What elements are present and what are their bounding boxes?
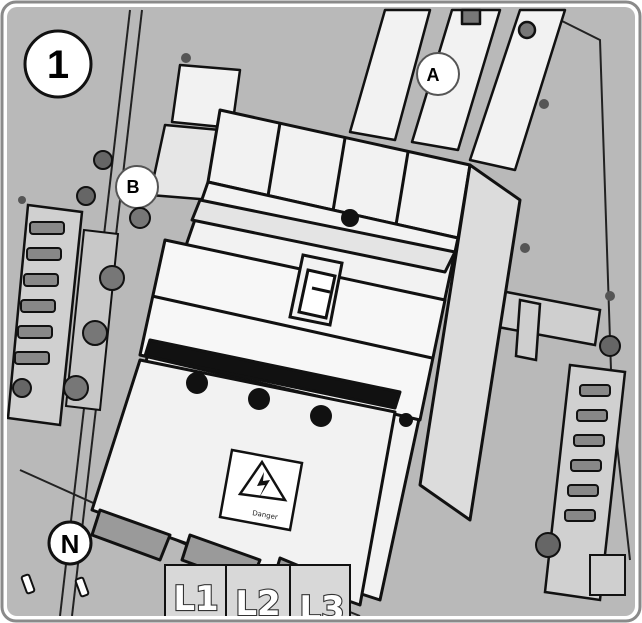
phase-labels: L1 L2 L3 xyxy=(164,564,351,623)
breaker-toggle xyxy=(288,253,344,327)
callout-b: B xyxy=(115,165,159,229)
bottom-left-markings xyxy=(20,573,90,598)
neutral-label: N xyxy=(61,529,80,559)
callout-b-label: B xyxy=(127,177,140,197)
breaker-screws xyxy=(186,209,413,427)
callout-b-target xyxy=(129,207,151,229)
left-terminal-rail xyxy=(7,150,125,427)
callout-a-label: A xyxy=(427,65,440,85)
lightning-bolt-icon xyxy=(257,472,270,498)
callout-a: A xyxy=(416,52,460,96)
right-terminal-rail xyxy=(535,335,627,602)
warning-label xyxy=(218,448,304,532)
phase-label-l3: L3 xyxy=(299,589,344,623)
phase-label-l1: L1 xyxy=(173,579,218,619)
step-badge: 1 xyxy=(23,29,93,99)
neutral-badge: N xyxy=(47,520,93,566)
busbars xyxy=(348,8,567,172)
step-number: 1 xyxy=(47,43,69,87)
phase-label-l2: L2 xyxy=(235,584,280,623)
